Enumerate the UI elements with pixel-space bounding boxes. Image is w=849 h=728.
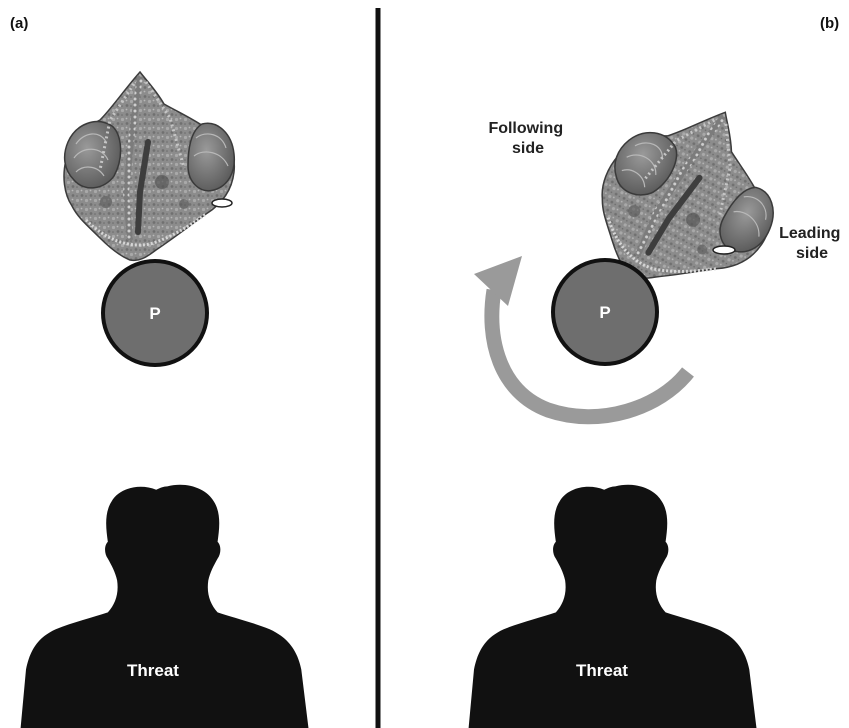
leading-side-line-1: Leading <box>779 225 840 242</box>
pole-label-a: P <box>149 304 160 323</box>
threat-label-a: Threat <box>127 661 179 680</box>
leading-side-line-2: side <box>796 245 828 262</box>
threat-silhouette-a <box>20 485 308 728</box>
threat-label-b: Threat <box>576 661 628 680</box>
following-side-line-2: side <box>512 140 544 157</box>
following-side-line-1: Following <box>488 120 563 137</box>
panel-b: (b) P Following side Leading side Threat <box>468 15 844 728</box>
eye-highlight-a <box>212 199 232 207</box>
leading-side-label: Leading side <box>779 225 845 262</box>
panel-a-label: (a) <box>10 15 28 32</box>
pole-label-b: P <box>599 303 610 322</box>
eye-highlight-b <box>713 246 735 254</box>
panel-a: (a) P Threat <box>10 15 309 728</box>
threat-silhouette-b <box>468 485 756 728</box>
panel-b-label: (b) <box>820 15 839 32</box>
following-side-label: Following side <box>488 120 567 157</box>
chameleon-head-a <box>64 72 234 260</box>
